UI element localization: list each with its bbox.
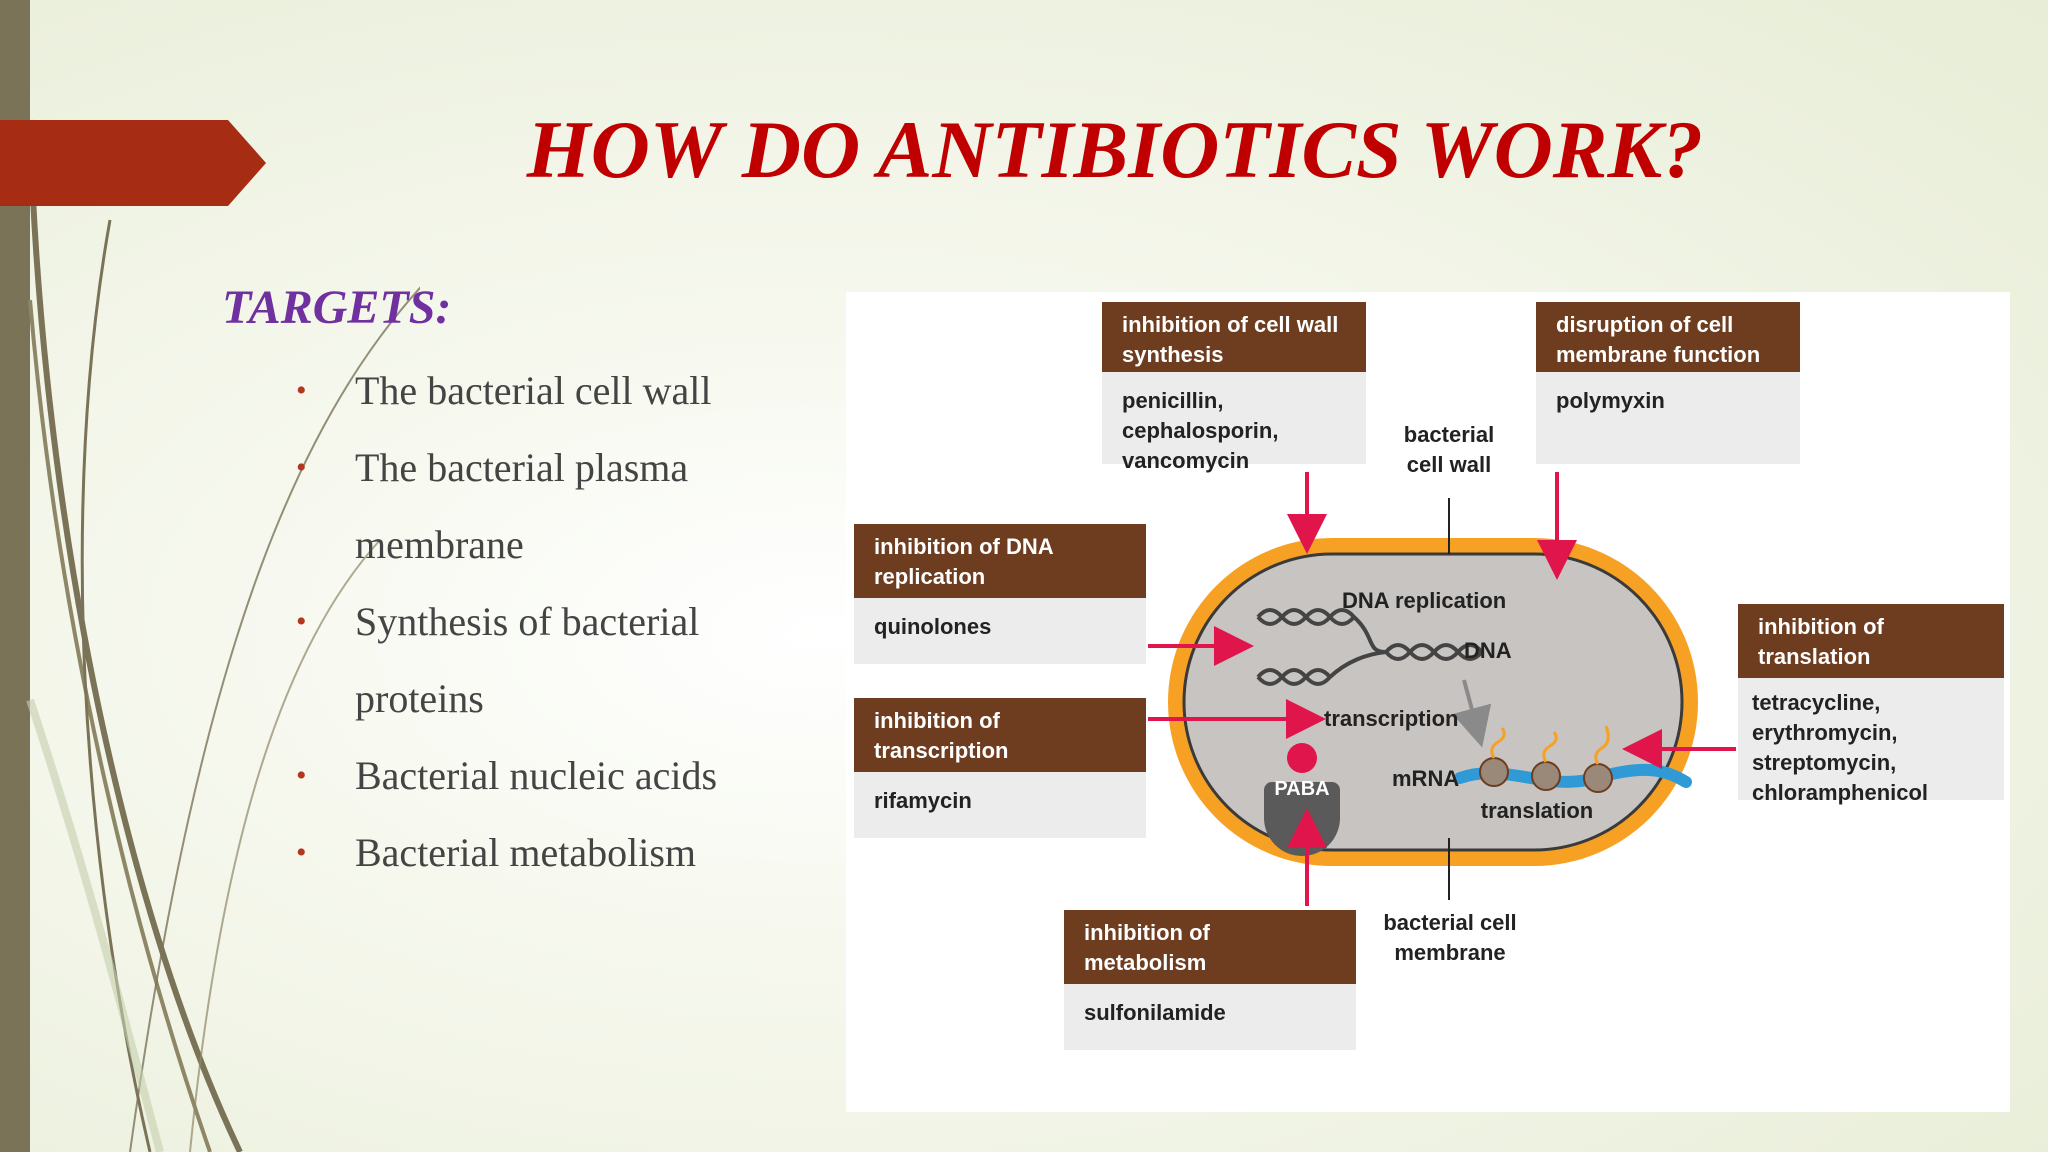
box-header: inhibition of metabolism xyxy=(1064,910,1356,984)
dna-replication-label: DNA replication xyxy=(1342,588,1507,613)
box-header: disruption of cell membrane function xyxy=(1536,302,1800,372)
cell-wall-synthesis-box: inhibition of cell wall synthesis penici… xyxy=(1102,302,1366,473)
transcription-box: inhibition of transcription rifamycin xyxy=(854,698,1146,838)
bullet-icon: • xyxy=(296,374,307,407)
box-header: inhibition of DNA replication xyxy=(854,524,1146,598)
list-item-text: Bacterial nucleic acids xyxy=(355,753,718,798)
list-item: • Bacterial metabolism xyxy=(290,814,810,891)
decorative-swoosh xyxy=(26,119,420,1152)
paba-label: PABA xyxy=(1274,778,1330,800)
list-item-text: The bacterial cell wall xyxy=(355,368,712,413)
ribosome-icon xyxy=(1479,757,1613,793)
box-drugs: penicillin, cephalosporin, vancomycin xyxy=(1102,372,1366,473)
list-item: • The bacterial plasma membrane xyxy=(290,429,810,583)
list-item-text: Bacterial metabolism xyxy=(355,830,696,875)
metabolism-box: inhibition of metabolism sulfonilamide xyxy=(1064,910,1356,1050)
list-item-text: The bacterial plasma membrane xyxy=(355,445,689,567)
dna-replication-box: inhibition of DNA replication quinolones xyxy=(854,524,1146,664)
targets-heading: TARGETS: xyxy=(222,281,452,334)
bullet-icon: • xyxy=(296,836,307,869)
mrna-label: mRNA xyxy=(1392,766,1460,791)
membrane-function-box: disruption of cell membrane function pol… xyxy=(1536,302,1800,464)
dna-helix-icon xyxy=(1256,608,1484,686)
paba-icon xyxy=(1287,743,1317,773)
list-item-text: Synthesis of bacterial proteins xyxy=(355,599,700,721)
translation-label: translation xyxy=(1480,798,1594,823)
bullet-icon: • xyxy=(296,451,307,484)
bacterial-cell-membrane-label: bacterial cell membrane xyxy=(1383,910,1517,965)
translation-box: inhibition of translation tetracycline, … xyxy=(1738,604,2004,805)
box-drugs: sulfonilamide xyxy=(1064,984,1356,1050)
title-arrow-shape xyxy=(0,120,266,206)
list-item: • Synthesis of bacterial proteins xyxy=(290,583,810,737)
antibiotic-targets-diagram: inhibition of cell wall synthesis penici… xyxy=(846,292,2010,1112)
box-header: inhibition of cell wall synthesis xyxy=(1102,302,1366,372)
bullet-icon: • xyxy=(296,605,307,638)
bacterial-cell-illustration xyxy=(1148,472,1736,906)
box-header: inhibition of translation xyxy=(1738,604,2004,678)
box-drugs: quinolones xyxy=(854,598,1146,664)
targets-list: • The bacterial cell wall • The bacterial … xyxy=(290,352,810,891)
box-drugs: tetracycline, erythromycin, streptomycin… xyxy=(1738,678,2004,805)
box-drugs: rifamycin xyxy=(854,772,1146,838)
bacterial-cell-wall-label: bacterial cell wall xyxy=(1403,422,1495,477)
dna-label: DNA xyxy=(1464,638,1512,663)
transcription-label: transcription xyxy=(1324,706,1459,731)
peptide-chain-icon xyxy=(1490,725,1610,765)
slide-title: HOW DO ANTIBIOTICS WORK? xyxy=(526,104,1704,195)
list-item: • Bacterial nucleic acids xyxy=(290,737,810,814)
list-item: • The bacterial cell wall xyxy=(290,352,810,429)
bullet-icon: • xyxy=(296,759,307,792)
box-drugs: polymyxin xyxy=(1536,372,1800,464)
box-header: inhibition of transcription xyxy=(854,698,1146,772)
